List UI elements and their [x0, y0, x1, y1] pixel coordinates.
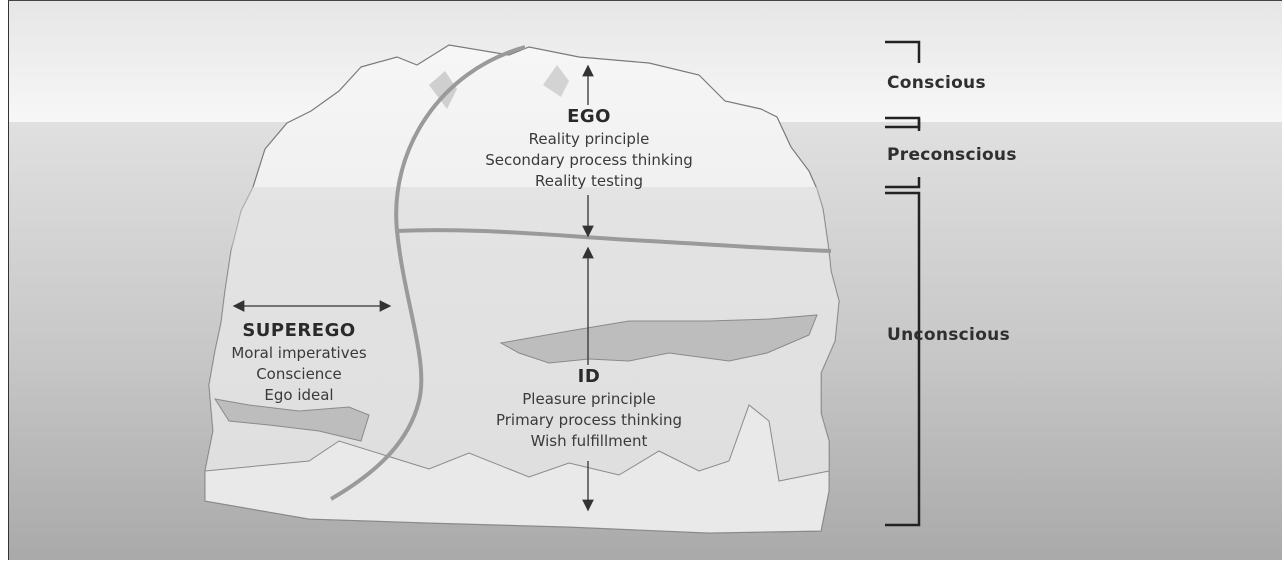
iceberg-diagram	[9, 1, 1282, 560]
ego-line: Secondary process thinking	[485, 151, 693, 169]
ego-line: Reality principle	[528, 130, 650, 148]
unconscious-bracket	[885, 191, 921, 527]
level-preconscious: Preconscious	[887, 145, 1017, 165]
superego-line: Moral imperatives	[231, 344, 367, 362]
diagram-frame: EGO Reality principle Secondary process …	[8, 0, 1282, 560]
level-unconscious: Unconscious	[887, 325, 1010, 345]
iceberg-submerged-tint	[205, 187, 839, 533]
id-line: Primary process thinking	[495, 411, 683, 429]
id-line: Pleasure principle	[522, 390, 656, 408]
superego-line: Conscience	[256, 365, 342, 383]
id-label-block: ID Pleasure principle Primary process th…	[449, 365, 729, 452]
ice-crack-shadow	[429, 71, 457, 109]
superego-title: SUPEREGO	[242, 320, 356, 341]
ego-id-boundary-line	[396, 228, 832, 253]
ice-cavity	[213, 398, 370, 442]
superego-boundary-line	[329, 45, 526, 501]
ice-cavity	[499, 314, 818, 364]
ego-title: EGO	[567, 106, 611, 127]
superego-label-block: SUPEREGO Moral imperatives Conscience Eg…	[199, 319, 399, 406]
level-conscious: Conscious	[887, 73, 986, 93]
id-line: Wish fulfillment	[530, 432, 648, 450]
superego-line: Ego ideal	[264, 386, 334, 404]
ice-crack-shadow	[543, 65, 569, 97]
iceberg-base-shelf	[204, 404, 830, 534]
preconscious-bracket	[885, 116, 921, 189]
ego-line: Reality testing	[534, 172, 644, 190]
id-title: ID	[577, 366, 601, 387]
ego-label-block: EGO Reality principle Secondary process …	[449, 105, 729, 192]
